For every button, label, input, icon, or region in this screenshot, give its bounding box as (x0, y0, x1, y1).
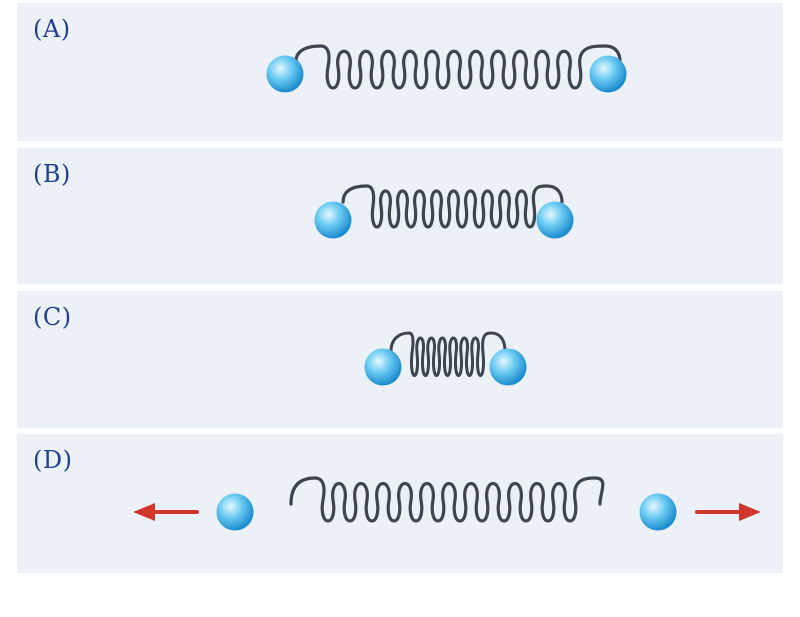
ball-icon (536, 201, 574, 239)
panel-label: (C) (33, 303, 72, 331)
arrow-right-icon (695, 503, 761, 521)
ball-icon (589, 55, 627, 93)
ball-icon (489, 348, 527, 386)
panel-c-figure (364, 331, 527, 386)
panel-a-figure (266, 44, 627, 93)
spring-icon (289, 476, 605, 523)
ball-icon (314, 201, 352, 239)
panel-label: (B) (33, 160, 71, 188)
panel-label: (D) (33, 446, 73, 474)
panel-label: (A) (33, 15, 71, 43)
arrow-left-icon (133, 503, 199, 521)
ball-icon (216, 493, 254, 531)
panel-d: (D) (17, 434, 783, 573)
ball-icon (639, 493, 677, 531)
ball-icon (364, 348, 402, 386)
panel-c: (C) (17, 291, 783, 428)
spring-icon (341, 184, 564, 229)
ball-icon (266, 55, 304, 93)
panel-d-figure (133, 476, 761, 531)
spring-icon (389, 331, 507, 377)
spring-icon (294, 44, 622, 90)
panel-a: (A) (17, 3, 783, 141)
panel-b-figure (314, 184, 574, 239)
panel-b: (B) (17, 148, 783, 284)
